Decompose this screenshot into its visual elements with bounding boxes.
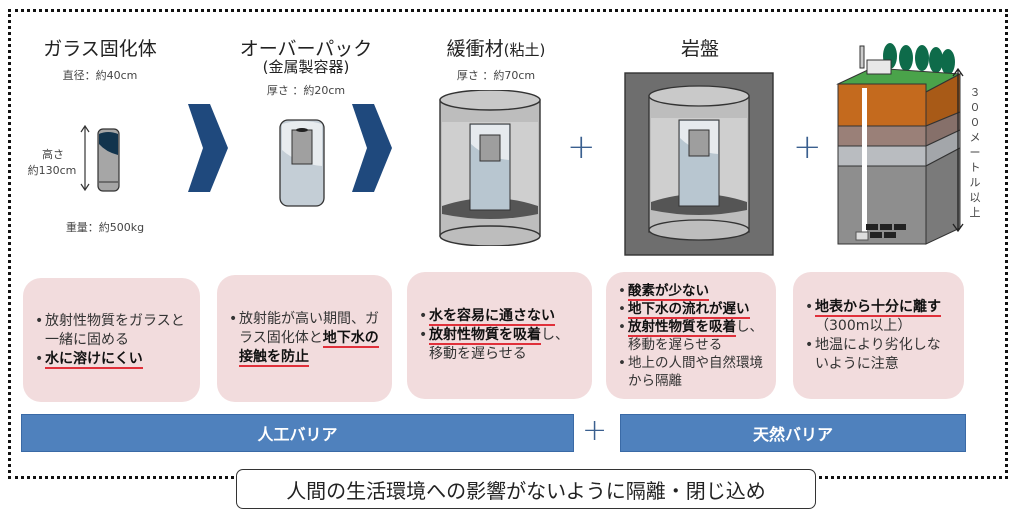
card-bullet-item: 放射性物質を吸着し、移動を遅らせる bbox=[618, 318, 766, 354]
card-bullet-list: 地表から十分に離す（300m以上）地温により劣化しないように注意 bbox=[793, 298, 964, 374]
glass-height-label: 高さ bbox=[42, 148, 64, 161]
highlighted-text: 放射性物質を吸着 bbox=[628, 318, 736, 337]
card-bullet-item: 放射性物質をガラスと一緒に固める bbox=[35, 312, 190, 350]
natural-barrier-bar: 天然バリア bbox=[620, 414, 966, 452]
bullet-text: 放射能が高い期間、ガラス固化体と bbox=[239, 311, 379, 346]
summary-banner: 人間の生活環境への影響がないように隔離・閉じ込め bbox=[236, 469, 816, 509]
right-arrow-icon bbox=[352, 104, 392, 192]
card-bullet-item: 地表から十分に離す（300m以上） bbox=[805, 298, 954, 336]
glass-height-value: 約130cm bbox=[27, 164, 77, 177]
bullet-text: し、移動を遅らせる bbox=[628, 318, 763, 353]
bullet-text: 地上の人間や自然環境から隔離 bbox=[628, 354, 763, 389]
card-bullet-item: 地上の人間や自然環境から隔離 bbox=[618, 354, 766, 390]
card-bullet-list: 放射性物質をガラスと一緒に固める水に溶けにくい bbox=[23, 312, 200, 369]
highlighted-text: 酸素が少ない bbox=[628, 282, 709, 301]
bullet-text: し、移動を遅らせる bbox=[429, 327, 569, 362]
bullet-text: 放射性物質をガラスと一緒に固める bbox=[45, 312, 185, 348]
glass-canister-icon bbox=[80, 124, 120, 192]
overpack-icon bbox=[279, 119, 325, 207]
card-bullet-item: 地下水の流れが遅い bbox=[618, 300, 766, 319]
card-bullet-item: 放射能が高い期間、ガラス固化体と地下水の接触を防止 bbox=[229, 310, 382, 367]
card-bullet-item: 地温により劣化しないように注意 bbox=[805, 336, 954, 374]
plus-icon: + bbox=[567, 127, 596, 167]
stage-title-overpack: オーバーパック bbox=[239, 38, 373, 60]
highlighted-text: 水を容易に通さない bbox=[429, 308, 555, 326]
highlighted-text: 地下水の接触を防止 bbox=[239, 330, 379, 367]
depth-arrow-icon bbox=[952, 68, 964, 232]
card-overpack: 放射能が高い期間、ガラス固化体と地下水の接触を防止 bbox=[217, 275, 392, 402]
bullet-text: 地温により劣化しないように注意 bbox=[815, 336, 941, 372]
glass-diameter: 直径：約40cm bbox=[62, 69, 138, 82]
stage-title-glass: ガラス固化体 bbox=[43, 38, 157, 60]
overpack-subtitle: (金属製容器) bbox=[262, 58, 350, 76]
artificial-barrier-bar: 人工バリア bbox=[21, 414, 574, 452]
plus-icon: + bbox=[582, 413, 608, 448]
card-bullet-item: 酸素が少ない bbox=[618, 282, 766, 301]
buffer-icon bbox=[439, 90, 541, 246]
bullet-text: （300m以上） bbox=[815, 317, 912, 334]
card-site: 地表から十分に離す（300m以上）地温により劣化しないように注意 bbox=[793, 272, 964, 399]
stage-title-bedrock: 岩盤 bbox=[680, 38, 719, 60]
card-bullet-item: 放射性物質を吸着し、移動を遅らせる bbox=[419, 326, 582, 364]
highlighted-text: 地下水の流れが遅い bbox=[628, 300, 750, 319]
stage-title-buffer: 緩衝材(粘土) bbox=[426, 34, 566, 61]
card-bullet-list: 水を容易に通さない放射性物質を吸着し、移動を遅らせる bbox=[407, 307, 592, 364]
glass-weight: 重量：約500kg bbox=[65, 221, 145, 234]
buffer-title-text: 緩衝材 bbox=[446, 38, 504, 60]
highlighted-text: 水に溶けにくい bbox=[45, 350, 143, 369]
depth-label: ３００メートル以上 bbox=[969, 86, 981, 219]
card-bullet-list: 酸素が少ない地下水の流れが遅い放射性物質を吸着し、移動を遅らせる地上の人間や自然… bbox=[606, 282, 776, 390]
buffer-title-suffix: (粘土) bbox=[503, 41, 546, 59]
card-glass: 放射性物質をガラスと一緒に固める水に溶けにくい bbox=[23, 278, 200, 402]
highlighted-text: 放射性物質を吸着 bbox=[429, 327, 541, 345]
buffer-thickness: 厚さ ：約70cm bbox=[456, 69, 536, 82]
overpack-thickness: 厚さ ：約20cm bbox=[266, 84, 346, 97]
card-bullet-item: 水に溶けにくい bbox=[35, 350, 190, 369]
card-bedrock: 酸素が少ない地下水の流れが遅い放射性物質を吸着し、移動を遅らせる地上の人間や自然… bbox=[606, 272, 776, 399]
card-bullet-item: 水を容易に通さない bbox=[419, 307, 582, 326]
card-buffer: 水を容易に通さない放射性物質を吸着し、移動を遅らせる bbox=[407, 272, 592, 399]
right-arrow-icon bbox=[188, 104, 228, 192]
geological-site-icon bbox=[836, 43, 962, 245]
plus-icon: + bbox=[793, 127, 822, 167]
card-bullet-list: 放射能が高い期間、ガラス固化体と地下水の接触を防止 bbox=[217, 310, 392, 367]
highlighted-text: 地表から十分に離す bbox=[815, 298, 941, 317]
bedrock-icon bbox=[624, 72, 774, 256]
